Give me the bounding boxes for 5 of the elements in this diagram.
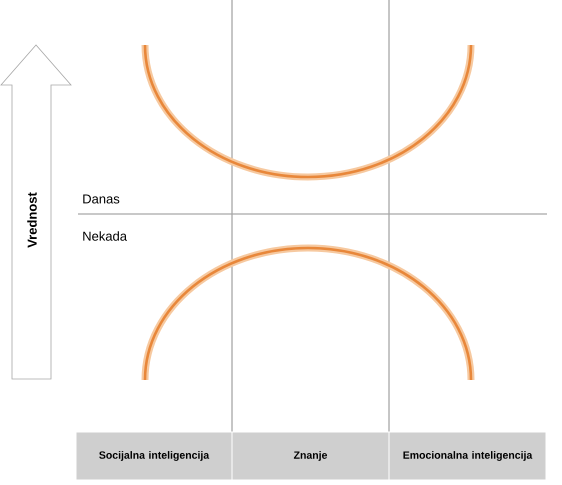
category-cell: Socijalna inteligencija [76,432,232,480]
category-cell: Znanje [232,432,390,480]
period-label: Nekada [83,231,127,241]
period-label: Danas [83,194,120,204]
category-cell: Emocionalna inteligencija [388,432,546,480]
